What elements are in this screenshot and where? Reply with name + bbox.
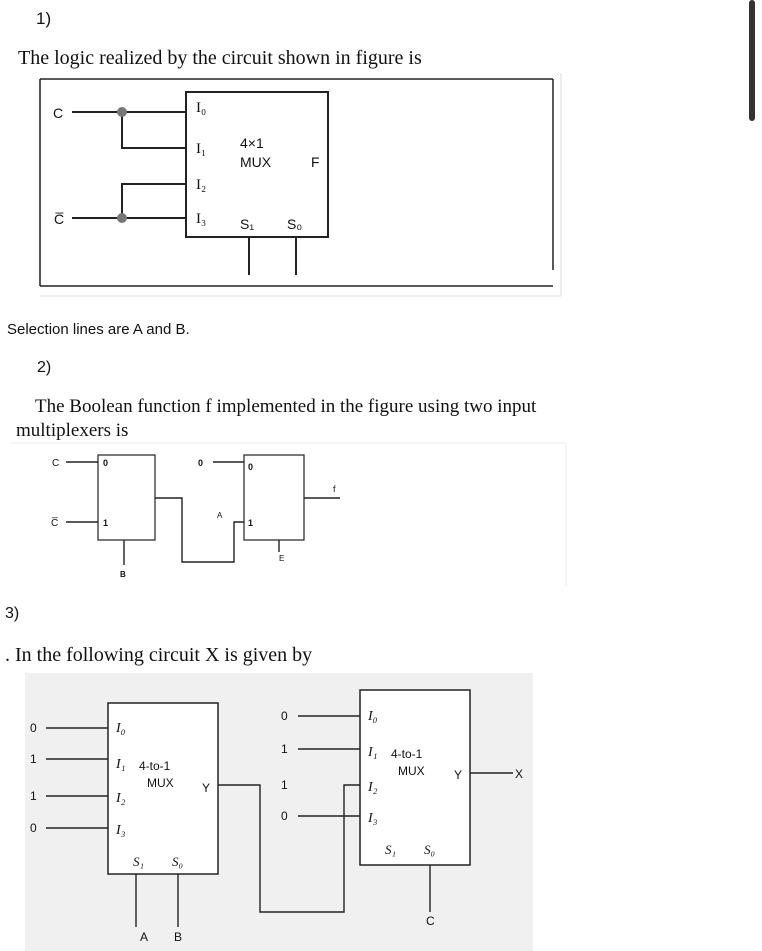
q1-selection-note: Selection lines are A and B.	[7, 321, 190, 338]
q3-mux1-subtitle: MUX	[147, 776, 174, 790]
q2-mux2-box	[243, 454, 305, 541]
q3-mux2-input-0: 0	[281, 709, 288, 723]
q3-mux1-pin-i1: I₁	[115, 757, 126, 772]
q2-mux2-input-a: A	[217, 511, 223, 520]
q3-mux1-pin-i3: I₃	[115, 823, 126, 838]
q2-mux1-pin0: 0	[103, 458, 108, 468]
q3-mux1-input-1: 1	[30, 752, 37, 766]
q3-select-input-a: A	[140, 930, 148, 944]
q2-question-line1: The Boolean function f implemented in th…	[35, 396, 537, 417]
q2-mux1-input-cbar: C̅	[51, 517, 58, 529]
q3-mux2-pin-i0: I₀	[367, 709, 378, 724]
q2-number: 2)	[37, 359, 52, 376]
q2-mux2-select-e: E	[279, 554, 284, 563]
q2-mux1-select-b: B	[120, 570, 126, 579]
q2-mux2-pin1: 1	[248, 518, 253, 528]
q3-mux2-select-s1: S₁	[385, 842, 396, 857]
q1-number: 1)	[36, 9, 52, 28]
q3-mux2-box	[359, 689, 471, 866]
q1-output-f: F	[311, 154, 320, 170]
q1-mux-title: 4×1	[240, 135, 264, 151]
q3-mux2-output-y: Y	[454, 768, 462, 782]
q3-mux2-pin-i2: I₂	[367, 780, 378, 795]
q3-mux2-input-3: 0	[281, 809, 288, 823]
q1-junction-top	[117, 107, 127, 117]
q1-input-cbar: C̅	[54, 211, 64, 227]
q3-mux1-input-3: 0	[30, 821, 37, 835]
q2-mux1-box	[97, 454, 156, 541]
q2-mux1-input-c: C	[52, 458, 59, 469]
q3-mux1-pin-i2: I₂	[115, 791, 126, 806]
q2-wires	[66, 461, 340, 565]
q3-mux2-input-2: 1	[281, 778, 288, 792]
q3-mux1-pin-i0: I₀	[115, 721, 126, 736]
q3-mux2-title: 4-to-1	[391, 747, 423, 761]
q3-mux2-pin-i3: I₃	[367, 811, 378, 826]
q3-mux1-select-s0: S₀	[172, 854, 183, 869]
q2-output-f: f	[333, 484, 336, 494]
q3-mux1-input-2: 1	[30, 789, 37, 803]
q3-question: . In the following circuit X is given by	[5, 644, 313, 666]
q3-mux2-pin-i1: I₁	[367, 745, 378, 760]
q1-pin-i1: I₁	[196, 141, 206, 157]
q3-mux2-input-1: 1	[281, 742, 288, 756]
q2-question-line2: multiplexers is	[16, 420, 129, 441]
q3-select-input-b: B	[174, 930, 182, 944]
q3-mux1-output-y: Y	[202, 781, 210, 795]
q3-output-x: X	[515, 767, 523, 781]
q2-mux1-pin1: 1	[103, 518, 108, 528]
q3-mux1-input-0: 0	[30, 721, 37, 735]
q1-pin-i2: I₂	[196, 177, 206, 193]
page-scrollbar[interactable]	[749, 0, 755, 121]
q3-mux1-box	[107, 702, 219, 875]
q1-junction-bottom	[117, 213, 127, 223]
q2-mux2-input-zero: 0	[198, 458, 203, 468]
q1-pin-i3: I₃	[196, 211, 206, 227]
q3-number: 3)	[5, 605, 20, 622]
q3-select-input-c: C	[426, 914, 435, 928]
q3-wires	[46, 715, 513, 927]
q1-wires	[72, 111, 297, 275]
q3-mux2-select-s0: S₀	[424, 842, 435, 857]
q1-mux-subtitle: MUX	[240, 154, 272, 170]
q3-mux1-title: 4-to-1	[139, 759, 171, 773]
q1-mux-box	[185, 91, 329, 238]
q1-input-c: C	[53, 105, 63, 121]
q1-frame	[39, 78, 554, 287]
q1-select-s0: S₀	[287, 216, 302, 232]
q2-mux2-pin0: 0	[248, 462, 253, 472]
q1-pin-i0: I₀	[196, 100, 206, 116]
q1-question: The logic realized by the circuit shown …	[18, 47, 422, 69]
q3-mux2-subtitle: MUX	[398, 764, 425, 778]
q3-mux1-select-s1: S₁	[133, 854, 144, 869]
q1-select-s1: S₁	[240, 216, 254, 232]
